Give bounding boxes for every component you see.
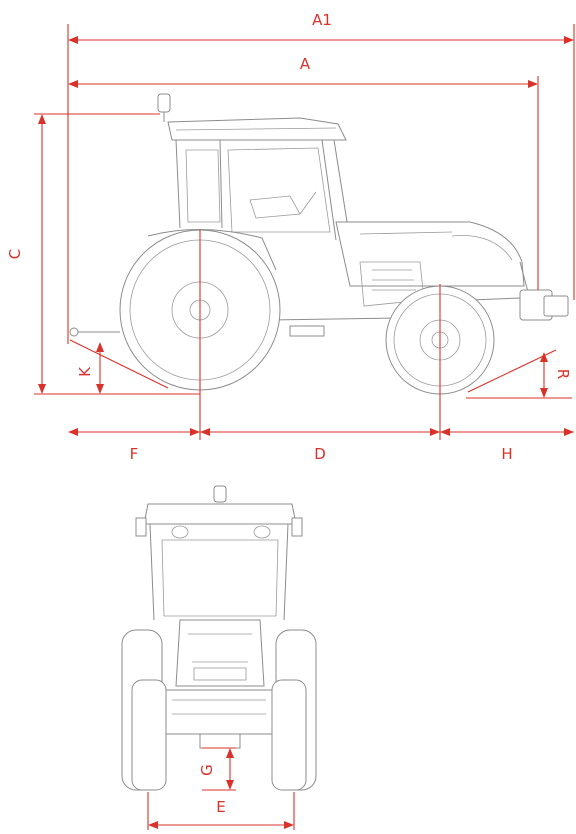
dimension-label-h: H <box>501 445 512 463</box>
dimension-label-a1: A1 <box>312 11 332 29</box>
dimension-f-d-h: F D H <box>68 230 574 463</box>
dimension-k: K <box>69 339 169 394</box>
dimension-label-r: R <box>554 369 572 379</box>
dimension-e: E <box>147 792 295 830</box>
dimension-label-d: D <box>314 445 326 463</box>
dimension-g: G <box>198 747 236 791</box>
dimension-label-e: E <box>216 798 225 816</box>
dimension-a: A <box>68 55 539 290</box>
dimension-label-a: A <box>300 55 311 73</box>
dimension-label-k: K <box>76 366 94 377</box>
dimension-r: R <box>466 349 572 399</box>
dimension-a1: A1 <box>67 11 575 344</box>
dimension-label-f: F <box>130 445 139 463</box>
dimension-label-c: C <box>6 249 24 259</box>
tractor-side-view <box>69 93 569 395</box>
dimension-c: C <box>6 113 200 395</box>
dimension-label-g: G <box>198 764 216 776</box>
tractor-front-view <box>121 485 317 791</box>
